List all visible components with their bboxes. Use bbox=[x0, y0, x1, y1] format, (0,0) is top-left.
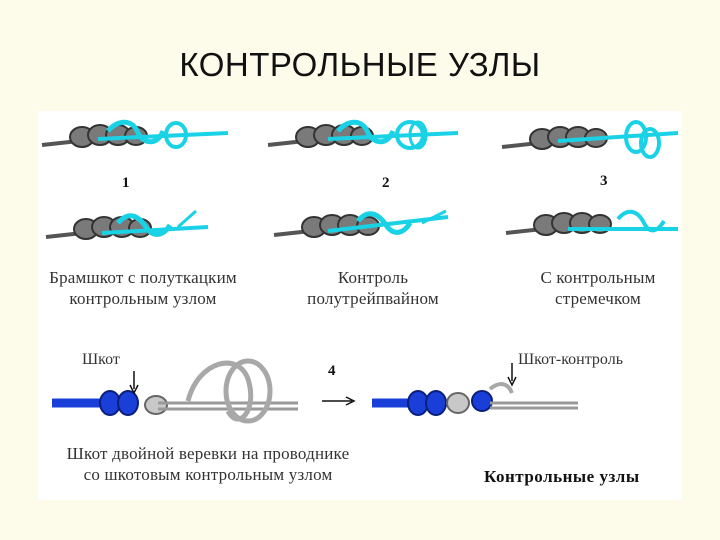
caption-1-line-2: контрольным узлом bbox=[38, 288, 248, 309]
slide-title: КОНТРОЛЬНЫЕ УЗЛЫ bbox=[0, 46, 720, 84]
caption-3: С контрольным стремечком bbox=[518, 267, 678, 309]
caption-2-line-1: Контроль bbox=[288, 267, 458, 288]
caption-1-line-1: Брамшкот с полуткацким bbox=[38, 267, 248, 288]
knot-number-2: 2 bbox=[382, 175, 390, 192]
caption-2: Контроль полутрейпвайном bbox=[288, 267, 458, 309]
knot-2-bottom bbox=[274, 211, 448, 237]
knot-3-bottom bbox=[506, 212, 678, 235]
caption-3-line-2: стремечком bbox=[518, 288, 678, 309]
knot-2-top bbox=[268, 122, 458, 148]
label-sheet-control: Шкот-контроль bbox=[518, 351, 623, 369]
caption-2-line-2: полутрейпвайном bbox=[288, 288, 458, 309]
knot-4-loose bbox=[52, 361, 298, 421]
knot-4-tight bbox=[372, 363, 578, 415]
knot-1-bottom bbox=[46, 211, 208, 239]
caption-3-line-1: С контрольным bbox=[518, 267, 678, 288]
knot-3-top bbox=[502, 122, 678, 157]
label-sheet: Шкот bbox=[82, 351, 120, 369]
knots-figure: 1 2 3 4 Брамшкот с полуткацким контрольн… bbox=[38, 111, 682, 500]
caption-1: Брамшкот с полуткацким контрольным узлом bbox=[38, 267, 248, 309]
knot-number-3: 3 bbox=[600, 173, 608, 190]
caption-4-line-1: Шкот двойной веревки на проводнике bbox=[38, 443, 378, 464]
arrow-4 bbox=[322, 397, 354, 405]
knot-number-4: 4 bbox=[328, 363, 336, 380]
knot-1-top bbox=[42, 122, 228, 147]
caption-4-line-2: со шкотовым контрольным узлом bbox=[38, 464, 378, 485]
footer-title: Контрольные узлы bbox=[484, 467, 640, 487]
knot-number-1: 1 bbox=[122, 175, 130, 192]
caption-4: Шкот двойной веревки на проводнике со шк… bbox=[38, 443, 378, 485]
